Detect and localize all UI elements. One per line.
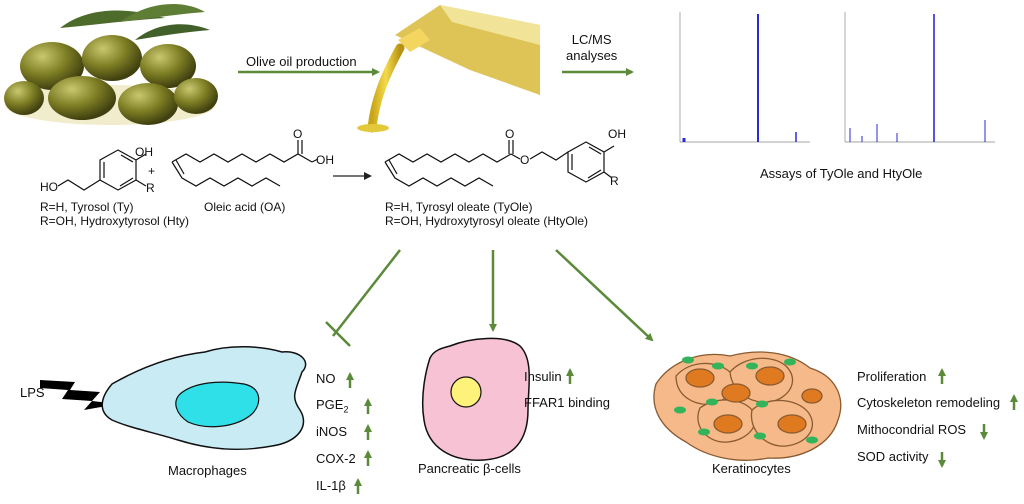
olive-oil-production-label: Olive oil production xyxy=(246,54,357,69)
ester-structure xyxy=(384,140,615,187)
oh-group-1: OH xyxy=(135,145,153,159)
keratinocyte-granules xyxy=(674,356,818,444)
reactant-r2: R=OH, Hydroxytyrosol (Hty) xyxy=(40,214,190,228)
r-group-2: R xyxy=(610,174,619,188)
marker-il1b: IL-1β xyxy=(316,478,346,493)
lightning-icon xyxy=(40,380,118,410)
macrophage-nucleus xyxy=(175,381,260,428)
marker-no: NO xyxy=(316,371,336,386)
assays-label: Assays of TyOle and HtyOle xyxy=(760,166,923,181)
lps-label: LPS xyxy=(20,385,45,400)
reactant-r1: R=H, Tyrosol (Ty) xyxy=(40,200,134,214)
r-group-1: R xyxy=(146,181,155,195)
marker-ffar1: FFAR1 binding xyxy=(524,395,610,410)
tyrosol-structure xyxy=(57,149,147,191)
marker-insulin: Insulin xyxy=(524,369,562,384)
inhibition-bar xyxy=(325,321,351,347)
oleic-acid-label: Oleic acid (OA) xyxy=(204,200,286,214)
beta-cell-nucleus xyxy=(450,376,482,408)
o-ester-carbonyl: O xyxy=(505,127,515,141)
marker-cytoskeleton: Cytoskeleton remodeling xyxy=(857,395,1001,410)
macrophage-cell xyxy=(101,345,307,451)
macrophages-title: Macrophages xyxy=(168,463,247,478)
marker-sod: SOD activity xyxy=(857,449,929,464)
ho-group: HO xyxy=(40,180,58,194)
marker-proliferation: Proliferation xyxy=(857,369,927,384)
marker-cox2: COX-2 xyxy=(316,451,356,466)
oh-group-2: OH xyxy=(608,127,626,141)
product-r2: R=OH, Hydroxytyrosyl oleate (HtyOle) xyxy=(385,214,589,228)
arrow-to-keratinocytes xyxy=(555,249,654,342)
marker-pge2: PGE2 xyxy=(316,397,349,415)
o-acid: O xyxy=(293,127,303,141)
oh-acid: OH xyxy=(316,153,334,167)
lcms-spectrum-1 xyxy=(662,8,812,150)
oleic-acid-structure xyxy=(171,140,319,187)
inhibition-line xyxy=(332,249,401,337)
keratinocytes-title: Keratinocytes xyxy=(712,461,791,476)
beta-cells-title: Pancreatic β-cells xyxy=(418,461,521,476)
beta-cell xyxy=(421,337,531,461)
lcms-spectrum-2 xyxy=(828,8,998,150)
lcms-label: LC/MS analyses xyxy=(566,32,618,63)
keratinocyte-arrows xyxy=(938,368,1018,468)
plus-sign: + xyxy=(148,164,156,178)
olives-image xyxy=(4,3,218,125)
oil-pouring-image xyxy=(357,5,540,133)
product-r1: R=H, Tyrosyl oleate (TyOle) xyxy=(385,200,533,214)
keratinocytes-cluster xyxy=(653,351,842,461)
marker-inos: iNOS xyxy=(316,424,348,439)
marker-mito-ros: Mithocondrial ROS xyxy=(857,422,967,437)
macrophage-up-arrows xyxy=(346,372,372,494)
o-ester-link: O xyxy=(520,153,530,167)
